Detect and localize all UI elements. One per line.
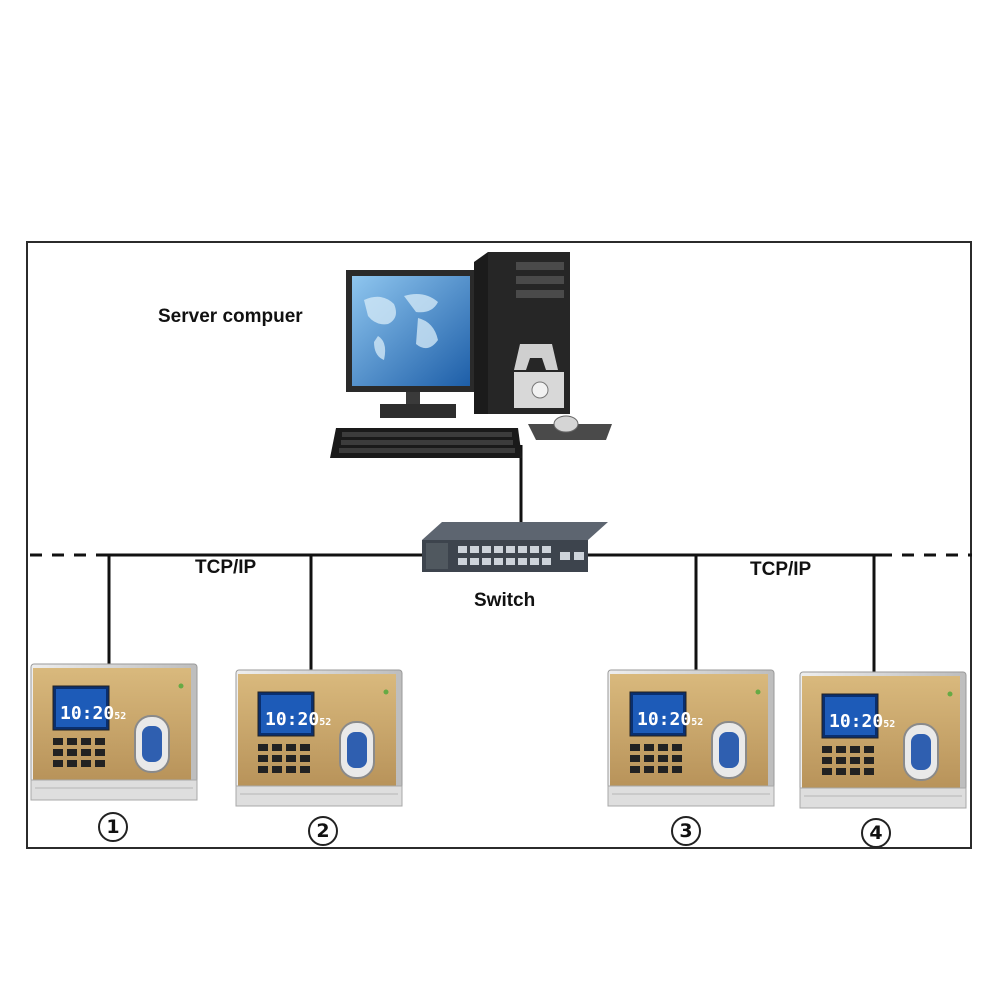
device-connections — [107, 445, 876, 672]
device-number-4: 4 — [861, 818, 891, 848]
device-3-time: 10:2052 — [637, 709, 703, 730]
device-number-1: 1 — [98, 812, 128, 842]
device-3-seconds: 52 — [691, 717, 703, 728]
tcp-ip-label-right: TCP/IP — [750, 559, 812, 580]
device-4-time: 10:2052 — [829, 711, 895, 732]
network-switch-icon — [422, 522, 608, 572]
server-computer-label: Server compuer — [158, 306, 303, 327]
tcp-ip-label-left: TCP/IP — [195, 557, 257, 578]
device-2-time: 10:2052 — [265, 709, 331, 730]
device-4-seconds: 52 — [883, 719, 895, 730]
device-1-seconds: 52 — [114, 711, 126, 722]
device-1-time: 10:2052 — [60, 703, 126, 724]
device-2-seconds: 52 — [319, 717, 331, 728]
fingerprint-terminal-4: 10:2052 — [799, 671, 967, 809]
fingerprint-terminal-3: 10:2052 — [607, 669, 775, 807]
device-number-2: 2 — [308, 816, 338, 846]
switch-label: Switch — [474, 590, 536, 611]
fingerprint-terminal-2: 10:2052 — [235, 669, 403, 807]
diagram-frame — [26, 241, 972, 849]
device-number-3: 3 — [671, 816, 701, 846]
server-computer-icon — [330, 252, 612, 458]
fingerprint-terminal-1: 10:2052 — [30, 663, 198, 801]
